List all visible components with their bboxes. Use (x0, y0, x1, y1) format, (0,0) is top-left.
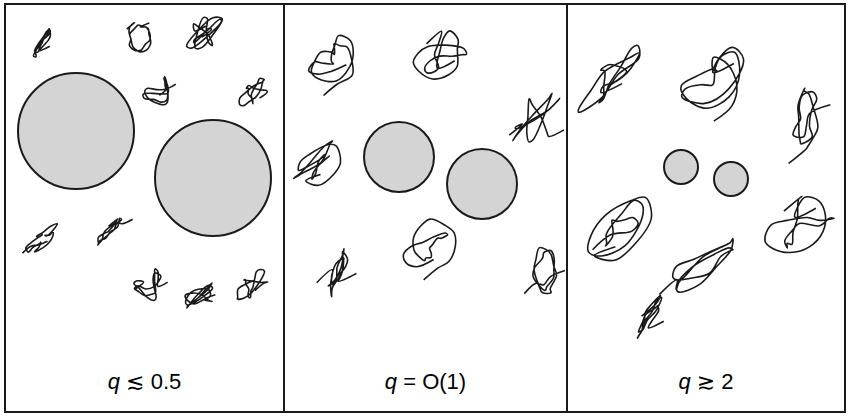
polymer-coil (293, 141, 340, 185)
polymer-coil (309, 35, 354, 95)
polymer-coil (33, 29, 50, 57)
colloid-particle (714, 162, 748, 196)
polymer-coil (134, 269, 168, 301)
parameter-label: q = O(1) (285, 369, 566, 395)
polymer-coil (659, 239, 733, 295)
polymers (22, 17, 834, 338)
colloid-particle (664, 150, 698, 184)
polymer-coil (509, 93, 564, 142)
polymer-coil (413, 31, 466, 79)
colloid-particle (18, 73, 134, 189)
panel: q ≳ 2 (566, 3, 846, 413)
polymer-coil (637, 295, 663, 338)
polymer-coil (98, 218, 133, 245)
panel: q ≲ 0.5 (4, 3, 285, 413)
polymer-coil (524, 248, 565, 294)
polymer-coil (789, 88, 831, 163)
polymer-coil (127, 23, 151, 52)
polymer-coil (681, 47, 744, 121)
polymer-coil (317, 249, 357, 297)
polymer-coil (22, 224, 57, 253)
colloid-particle (364, 122, 434, 192)
polymer-coil (588, 197, 652, 261)
panel: q = O(1) (283, 3, 568, 413)
polymer-coil (187, 17, 223, 48)
polymer-coil (185, 283, 215, 308)
colloid-particle (447, 149, 517, 219)
polymer-coil (143, 77, 176, 105)
colloids (18, 73, 748, 236)
polymer-coil (239, 78, 267, 105)
polymer-coil (578, 45, 640, 112)
polymer-coil (765, 196, 834, 252)
colloid-particle (155, 120, 271, 236)
polymer-coil (403, 219, 455, 280)
parameter-label: q ≳ 2 (568, 369, 844, 395)
parameter-label: q ≲ 0.5 (6, 369, 283, 395)
polymer-coil (237, 270, 267, 300)
